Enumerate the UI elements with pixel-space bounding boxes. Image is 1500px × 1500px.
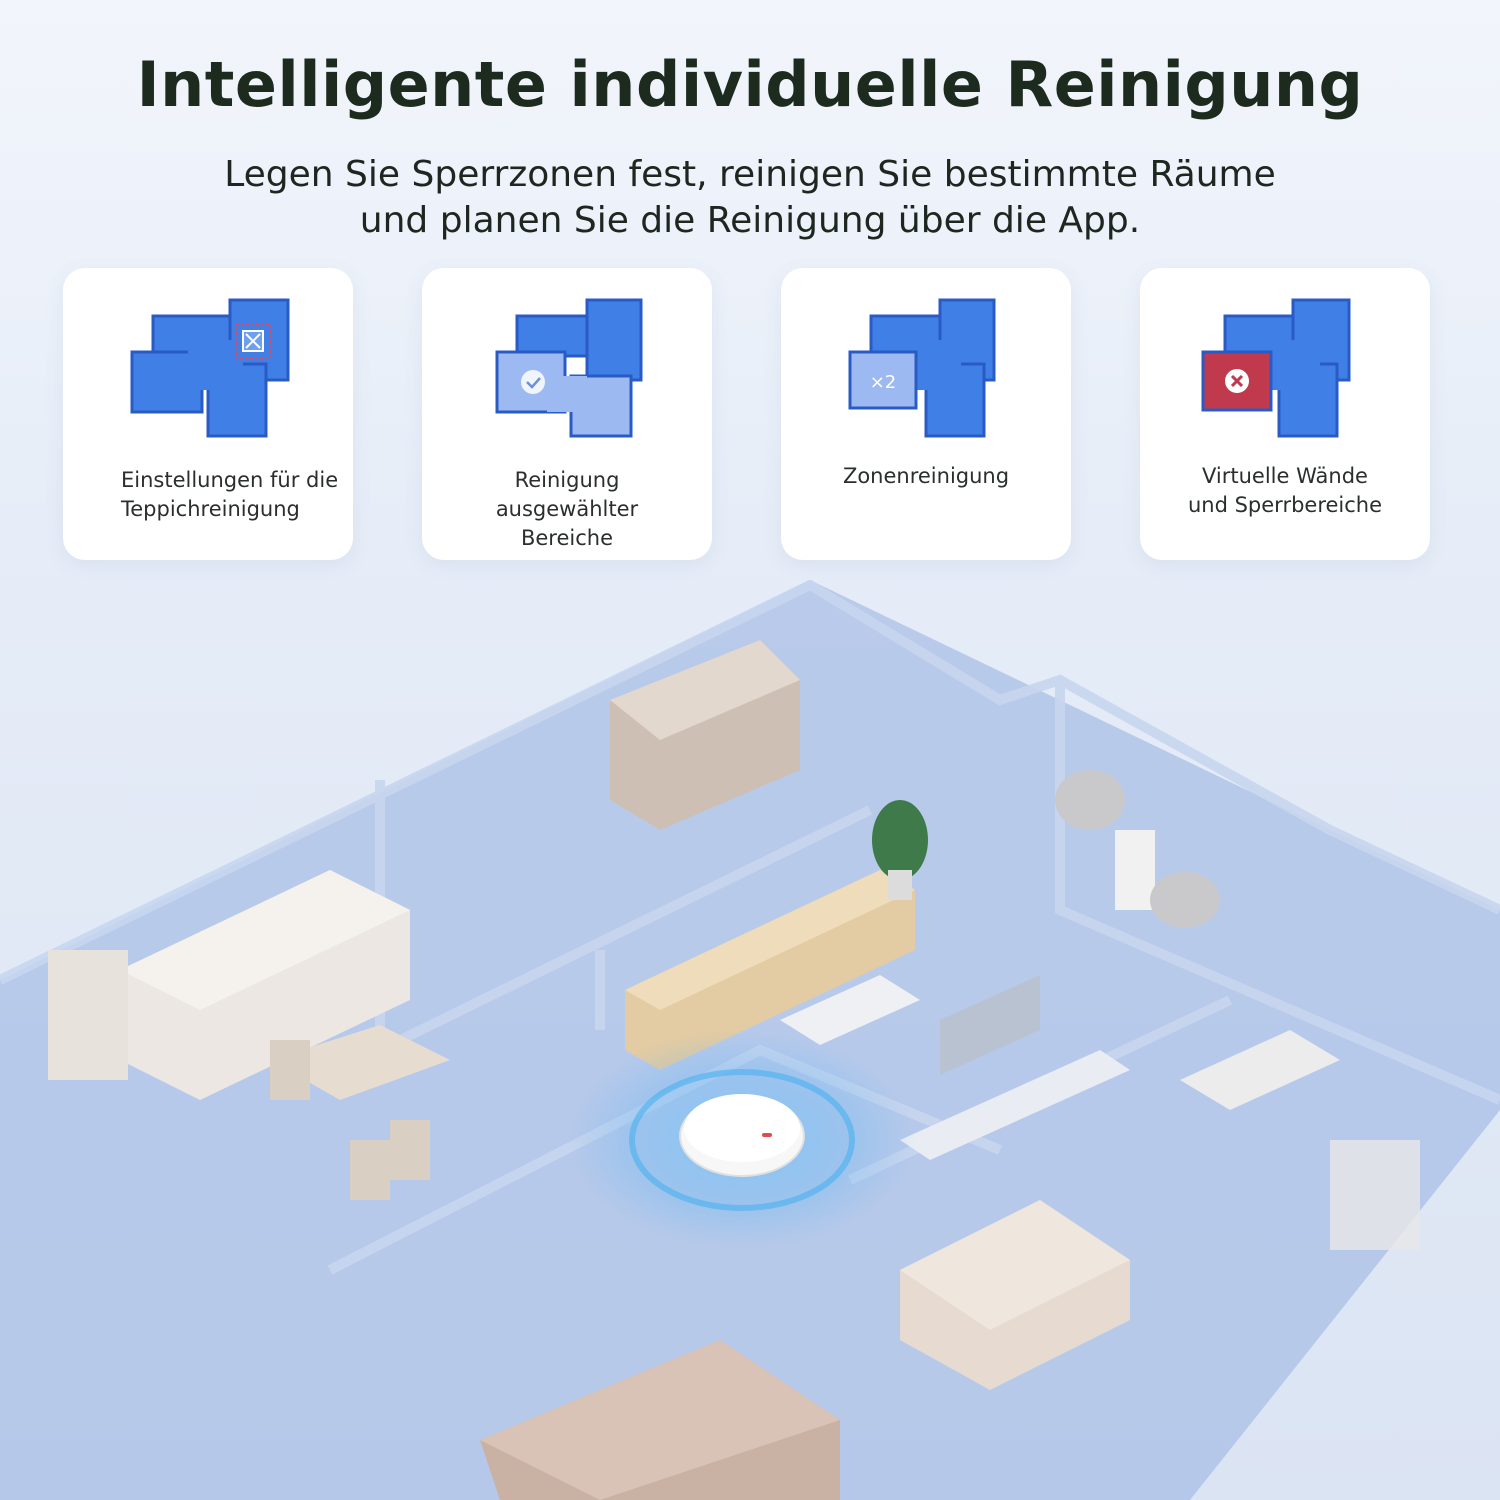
page-subtitle: Legen Sie Sperrzonen fest, reinigen Sie … <box>224 154 1276 241</box>
tv-console <box>900 975 1130 1160</box>
feature-label: Virtuelle Wände und Sperrbereiche <box>1187 464 1383 517</box>
dining-table <box>270 1025 450 1200</box>
zone-map-icon: ×2 <box>848 298 996 438</box>
selected-area-map-icon <box>495 298 643 438</box>
lounge-chairs <box>1055 770 1220 928</box>
plant <box>872 800 928 900</box>
office-desk <box>1180 1030 1420 1250</box>
no-go-map-icon <box>1201 298 1351 438</box>
robot-vacuum <box>567 1030 917 1250</box>
sofa <box>625 870 915 1070</box>
feature-cards: Einstellungen für die Teppichreinigung R… <box>0 268 1500 560</box>
feature-label: Reinigung ausgewählter Bereiche <box>495 468 639 550</box>
feature-card-carpet: Einstellungen für die Teppichreinigung <box>63 268 353 560</box>
feature-label: Zonenreinigung <box>842 464 1010 488</box>
carpet-map-icon <box>130 298 290 438</box>
apartment-illustration <box>0 580 1500 1500</box>
zone-repeat-badge: ×2 <box>870 372 897 393</box>
feature-card-selected-areas: Reinigung ausgewählter Bereiche <box>422 268 712 560</box>
page-title: Intelligente individuelle Reinigung <box>136 48 1364 121</box>
bunk-bed <box>610 640 800 830</box>
coffee-table <box>780 975 920 1045</box>
feature-card-no-go: Virtuelle Wände und Sperrbereiche <box>1140 268 1430 560</box>
bed-right <box>900 1200 1130 1390</box>
feature-card-zone: ×2 Zonenreinigung <box>781 268 1071 560</box>
feature-label: Einstellungen für die Teppichreinigung <box>121 468 339 521</box>
kitchen <box>48 870 410 1100</box>
bed-bottom <box>480 1340 840 1500</box>
